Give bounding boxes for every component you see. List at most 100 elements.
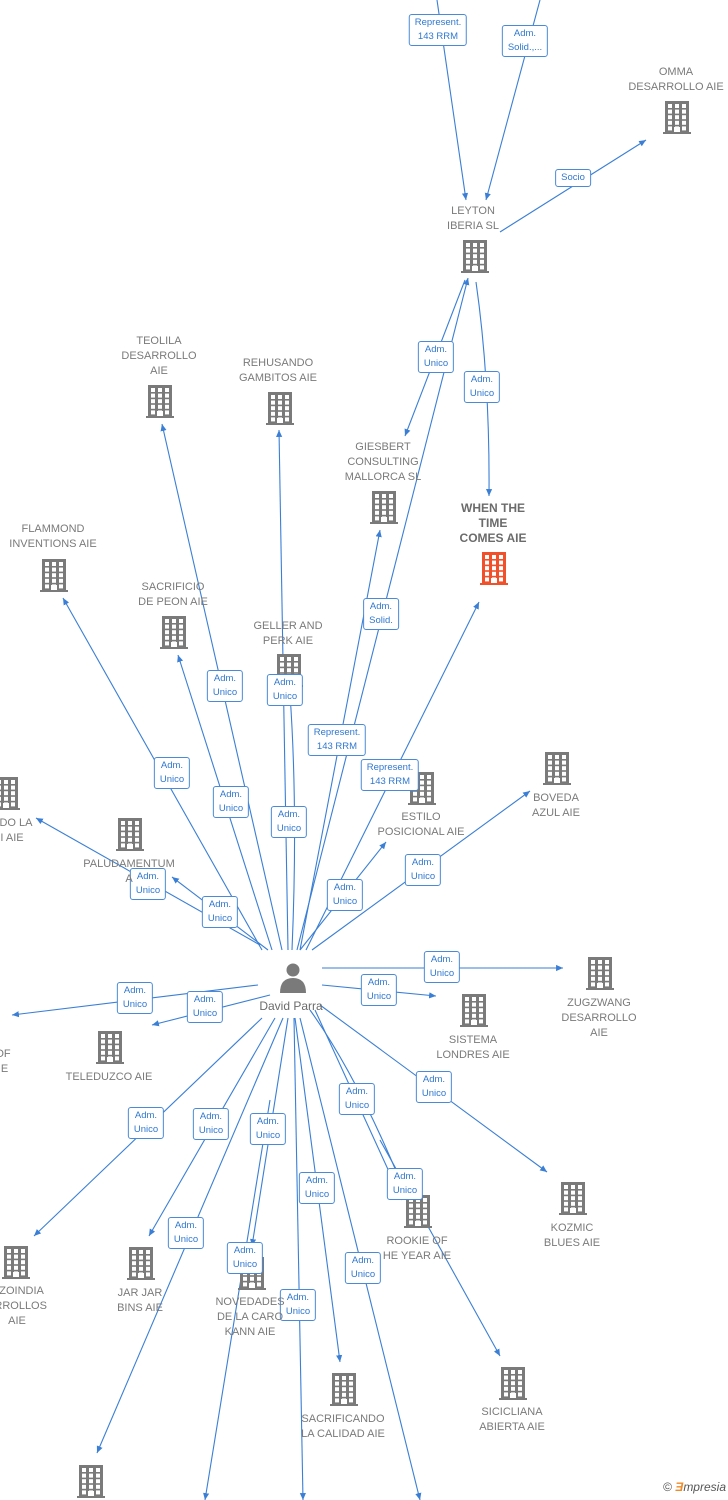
- edge-label-e-unico-bottomleft[interactable]: Adm.Unico: [167, 1217, 205, 1249]
- building-icon[interactable]: [586, 957, 614, 990]
- edge-label-e-unico-sicicliana[interactable]: Adm.Unico: [344, 1252, 382, 1284]
- edge-label-e-unico-rookie1[interactable]: Adm.Unico: [338, 1083, 376, 1115]
- building-icon[interactable]: [460, 994, 488, 1027]
- company-label-line: KANN AIE: [224, 1326, 276, 1338]
- building-icon[interactable]: [559, 1182, 587, 1215]
- edge-label-e-unico-sistema[interactable]: Adm.Unico: [360, 974, 398, 1006]
- building-icon[interactable]: [370, 491, 398, 524]
- company-label-line: ARROLLOS: [0, 1300, 47, 1312]
- edge-label-line: Adm.: [208, 899, 232, 910]
- edge-label-e-unico-mzoindia[interactable]: Adm.Unico: [127, 1107, 165, 1139]
- edge-label-e-rep-when[interactable]: Represent.143 RRM: [360, 759, 420, 791]
- company-label-line: LA CALIDAD AIE: [301, 1428, 385, 1440]
- edge-label-e-unico-flammond[interactable]: Adm. Unico: [153, 757, 191, 789]
- edge-label-line: Unico: [159, 774, 185, 785]
- copyright-symbol: ©: [663, 1480, 672, 1494]
- building-icon[interactable]: [77, 1465, 105, 1498]
- company-label-line: DE PEON AIE: [138, 596, 208, 608]
- company-label-mzoindia[interactable]: MZOINDIAARROLLOSAIE: [0, 1284, 47, 1329]
- building-icon[interactable]: [40, 559, 68, 592]
- empresia-brand: © Ǝmpresia: [663, 1480, 726, 1494]
- company-label-ndola[interactable]: NDO LAI AIE: [0, 816, 32, 846]
- company-label-line: COMES AIE: [459, 531, 527, 545]
- building-icon[interactable]: [0, 777, 20, 810]
- building-icon[interactable]: [404, 1195, 432, 1228]
- edge-label-line: Represent.: [414, 17, 462, 28]
- edge-label-e-unico-when[interactable]: Adm.Unico: [463, 371, 501, 403]
- building-icon[interactable]: [116, 818, 144, 851]
- edge-label-e-unico-ndola[interactable]: Adm.Unico: [129, 868, 167, 900]
- building-icon[interactable]: [127, 1247, 155, 1280]
- edge-label-e-unico-paludamentum[interactable]: Adm.Unico: [201, 896, 239, 928]
- company-label-line: A: [125, 873, 133, 885]
- edge-label-e-unico-teleduzco[interactable]: Adm.Unico: [186, 991, 224, 1023]
- edge-label-e-unico-teolila[interactable]: Adm.Unico: [206, 670, 244, 702]
- company-label-line: WHEN THE: [461, 501, 525, 515]
- edge-label-e-unico-novedades[interactable]: Adm.Unico: [249, 1113, 287, 1145]
- building-icon[interactable]: [96, 1031, 124, 1064]
- edge-label-e-rep-leyton[interactable]: Represent.143 RRM: [408, 14, 468, 46]
- edge-label-e-unico-rehusando[interactable]: Adm.Unico: [266, 674, 304, 706]
- edge-label-line: 143 RRM: [369, 776, 411, 787]
- company-label-line: POSICIONAL AIE: [377, 826, 465, 838]
- building-icon[interactable]: [266, 392, 294, 425]
- edge-label-e-unico-rookie2[interactable]: Adm.Unico: [386, 1168, 424, 1200]
- edge-label-e-unico-giesbert[interactable]: Adm.Unico: [417, 341, 455, 373]
- edge-label-line: Adm.: [424, 344, 448, 355]
- edge-label-line: Unico: [366, 991, 392, 1002]
- company-label-line: FLAMMOND: [21, 523, 85, 535]
- company-label-teleduzco[interactable]: TELEDUZCO AIE: [66, 1070, 153, 1085]
- person-icon: [280, 963, 306, 993]
- edge-label-e-unico-sacrificando[interactable]: Adm.Unico: [298, 1172, 336, 1204]
- edge-label-e-unico-zugzwang[interactable]: Adm.Unico: [423, 951, 461, 983]
- edge-label-e-unico-estilo[interactable]: Adm.Unico: [326, 879, 364, 911]
- edge-label-e-solid-leyton[interactable]: Adm.Solid.,...: [501, 25, 549, 57]
- edge-label-e-unico-novedades2[interactable]: Adm.Unico: [226, 1242, 264, 1274]
- building-icon[interactable]: [480, 552, 508, 585]
- company-label-line: IE: [0, 1063, 9, 1075]
- building-icon[interactable]: [461, 240, 489, 273]
- building-icon[interactable]: [663, 101, 691, 134]
- building-icon[interactable]: [543, 752, 571, 785]
- edge-label-e-socio-omma[interactable]: Socio: [555, 169, 591, 187]
- building-icon[interactable]: [330, 1373, 358, 1406]
- edge-label-e-unico-kozmic[interactable]: Adm.Unico: [415, 1071, 453, 1103]
- edge-label-e-unico-sacrificio[interactable]: Adm.Unico: [212, 786, 250, 818]
- company-label-of-left[interactable]: OFIE: [0, 1047, 11, 1077]
- edge-label-e-unico-of[interactable]: Adm.Unico: [116, 982, 154, 1014]
- building-icon[interactable]: [146, 385, 174, 418]
- building-icon[interactable]: [160, 616, 188, 649]
- company-label-line: LEYTON: [451, 205, 495, 217]
- building-icon[interactable]: [499, 1367, 527, 1400]
- building-icon[interactable]: [2, 1246, 30, 1279]
- edge-label-e-solid-giesbert[interactable]: Adm.Solid.: [363, 598, 399, 630]
- edge-label-e-unico-boveda[interactable]: Adm.Unico: [404, 854, 442, 886]
- edge-label-e-unico-geller[interactable]: Adm.Unico: [270, 806, 308, 838]
- edge-label-e-unico-jarjar[interactable]: Adm.Unico: [192, 1108, 230, 1140]
- edge-label-line: Adm.: [160, 760, 184, 771]
- company-label-line: BOVEDA: [533, 792, 579, 804]
- center-person-name[interactable]: David Parra: [259, 999, 323, 1013]
- edge-label-e-unico-bottom[interactable]: Adm.Unico: [279, 1289, 317, 1321]
- edge-label-e-rep-leyton2[interactable]: Represent.143 RRM: [307, 724, 367, 756]
